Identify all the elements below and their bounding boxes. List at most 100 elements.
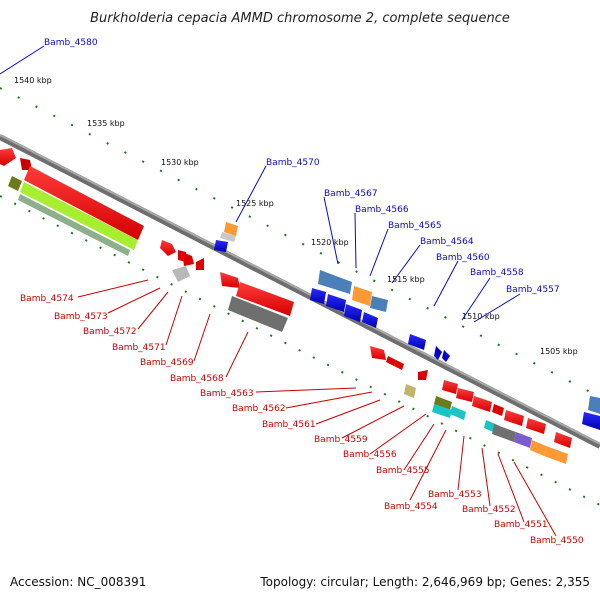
gene-feature [554, 432, 572, 448]
gene-feature [172, 266, 190, 282]
gene-feature [224, 222, 238, 236]
gene-label: Bamb_4566 [355, 205, 409, 215]
scale-label: 1540 kbp [14, 76, 52, 85]
gene-feature [18, 194, 130, 256]
leader-line [354, 212, 357, 269]
gene-label: Bamb_4560 [436, 253, 490, 263]
leader-line [403, 423, 435, 471]
gene-feature [432, 404, 452, 418]
gene-feature [318, 270, 352, 294]
topology-label: Topology: circular; Length: 2,646,969 bp… [259, 575, 590, 589]
gene-label: Bamb_4551 [494, 520, 548, 530]
gene-feature [220, 232, 236, 242]
leader-line [225, 331, 249, 378]
gene-feature [370, 346, 386, 360]
gene-label: Bamb_4572 [83, 327, 137, 337]
leader-line [369, 228, 389, 277]
gene-feature [8, 176, 22, 191]
gene-feature [228, 296, 288, 332]
leader-line [433, 260, 459, 307]
map-title: Burkholderia cepacia AMMD chromosome 2, … [90, 11, 510, 26]
scale-label: 1515 kbp [387, 275, 425, 284]
gene-label: Bamb_4559 [314, 435, 368, 445]
gene-feature [196, 258, 204, 270]
gene-label: Bamb_4561 [262, 420, 316, 430]
scale-labels: 1540 kbp 1535 kbp 1530 kbp 1525 kbp 1520… [14, 76, 578, 356]
gene-feature [24, 166, 144, 240]
leader-line [513, 461, 557, 537]
gene-label: Bamb_4554 [384, 502, 438, 512]
gene-feature [386, 356, 396, 366]
gene-feature [394, 360, 404, 370]
top-gene-labels: Bamb_4580 Bamb_4570 Bamb_4567 Bamb_4566 … [44, 38, 560, 295]
scale-label: 1505 kbp [540, 347, 578, 356]
scale-label: 1530 kbp [161, 158, 199, 167]
gene-label: Bamb_4570 [266, 158, 320, 168]
gene-feature [582, 412, 600, 430]
gene-feature [514, 432, 532, 448]
scale-label: 1510 kbp [462, 312, 500, 321]
scale-label: 1535 kbp [87, 119, 125, 128]
leader-line [481, 447, 491, 507]
leader-line [107, 287, 161, 314]
gene-feature [588, 396, 600, 414]
gene-label: Bamb_4571 [112, 343, 166, 353]
gene-label: Bamb_4580 [44, 38, 98, 48]
leader-line [285, 391, 373, 409]
gene-feature [182, 252, 194, 266]
gene-feature [326, 294, 346, 312]
gene-features [0, 148, 600, 464]
leader-line [323, 196, 339, 265]
gene-feature [310, 288, 326, 304]
gene-label: Bamb_4573 [54, 312, 108, 322]
scale-label: 1525 kbp [236, 199, 274, 208]
gene-feature [504, 410, 524, 426]
gene-feature [236, 282, 294, 316]
leader-line [165, 295, 183, 346]
gene-feature [214, 240, 228, 252]
gene-feature [530, 440, 546, 456]
guide-lines [0, 195, 600, 506]
gene-label: Bamb_4557 [506, 285, 560, 295]
leader-line [457, 435, 465, 491]
gene-feature [456, 388, 474, 402]
sequence-backbone [0, 134, 600, 449]
gene-feature [352, 286, 372, 306]
gene-label: Bamb_4568 [170, 374, 224, 384]
gene-label: Bamb_4552 [462, 505, 516, 515]
gene-feature [492, 404, 504, 416]
gene-label: Bamb_4550 [530, 536, 584, 546]
leader-line [77, 279, 149, 298]
leader-line [0, 45, 45, 75]
gene-feature [408, 334, 426, 350]
leader-line [255, 387, 357, 393]
gene-feature [492, 424, 516, 442]
gene-label: Bamb_4574 [20, 294, 74, 304]
leader-line [497, 453, 525, 523]
gene-feature [160, 240, 176, 256]
accession-label: Accession: NC_008391 [10, 575, 146, 589]
gene-feature [450, 406, 466, 420]
gene-feature [442, 380, 458, 394]
gene-feature [544, 446, 568, 464]
gene-feature [434, 346, 442, 360]
gene-feature [344, 304, 362, 322]
gene-label: Bamb_4555 [376, 466, 430, 476]
leader-lines [0, 45, 557, 537]
bottom-gene-labels: Bamb_4574 Bamb_4573 Bamb_4572 Bamb_4571 … [20, 294, 584, 546]
leader-line [391, 244, 421, 284]
gene-label: Bamb_4563 [200, 389, 254, 399]
scale-label: 1520 kbp [311, 238, 349, 247]
gene-label: Bamb_4569 [140, 358, 194, 368]
leader-line [369, 413, 427, 455]
leader-line [473, 293, 521, 323]
leader-line [341, 405, 405, 439]
gene-feature [526, 418, 546, 434]
gene-label: Bamb_4564 [420, 237, 474, 247]
gene-feature [370, 296, 388, 312]
leader-line [315, 399, 381, 425]
gene-feature [20, 158, 32, 170]
gene-feature [404, 384, 416, 398]
gene-feature [220, 272, 240, 288]
leader-line [193, 313, 211, 362]
